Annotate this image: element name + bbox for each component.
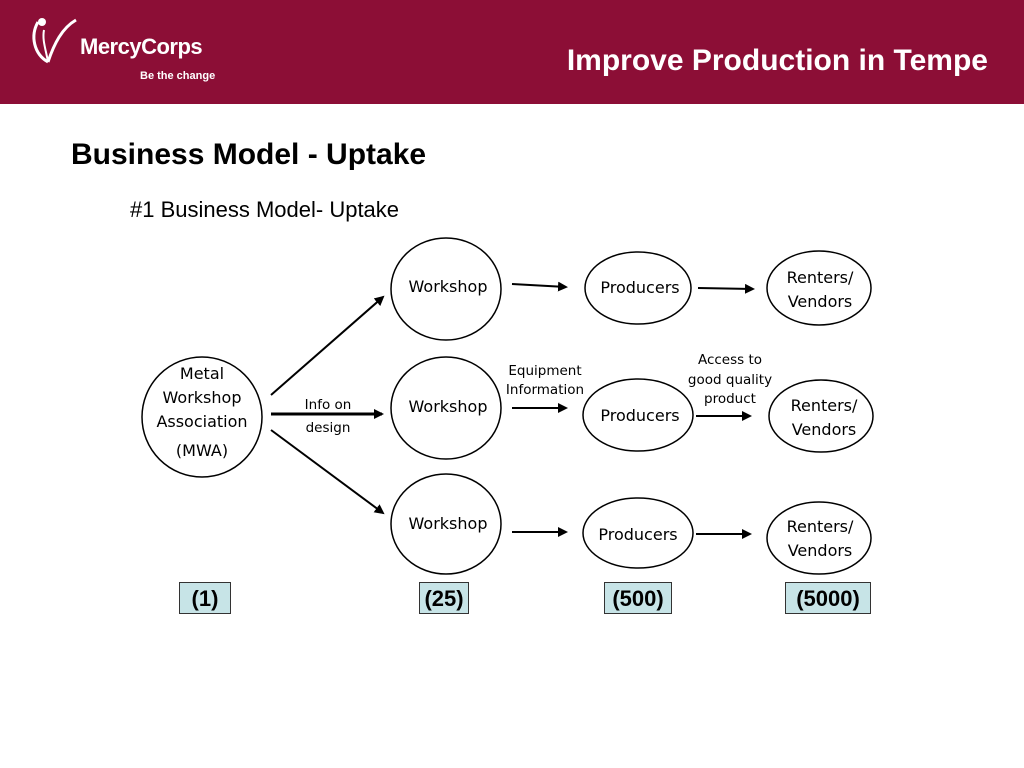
access-to-quality-line-2: good quality [688, 372, 772, 388]
diagram-subtitle: #1 Business Model- Uptake [130, 197, 400, 222]
info-on-design-line-2: design [306, 420, 351, 436]
renters-vendors-top-line-2: Vendors [788, 292, 853, 311]
renters-vendors-middle-line-2: Vendors [792, 420, 857, 439]
mwa-label-line-3: Association [156, 412, 247, 431]
renters-vendors-node-middle [768, 379, 874, 453]
mwa-label-line-4: (MWA) [176, 441, 228, 460]
count-renters-vendors: (5000) [785, 582, 871, 614]
equipment-information-line-1: Equipment [508, 363, 581, 379]
mercycorps-logo: MercyCorps Be the change [28, 14, 228, 90]
workshop-label-top: Workshop [409, 277, 488, 296]
renters-vendors-node-top [766, 250, 872, 326]
arrow-workshop-to-producers-top [511, 281, 568, 292]
header-title: Improve Production in Tempe [566, 44, 988, 77]
producers-node-middle [582, 378, 694, 452]
workshop-label-bottom: Workshop [409, 514, 488, 533]
renters-vendors-bottom-line-2: Vendors [788, 541, 853, 560]
workshop-label-middle: Workshop [409, 397, 488, 416]
count-producers: (500) [604, 582, 672, 614]
producers-label-bottom: Producers [598, 525, 677, 544]
renters-vendors-top-line-1: Renters/ [787, 268, 854, 287]
producers-label-top: Producers [600, 278, 679, 297]
arrow-producers-to-renters-top [697, 283, 755, 294]
workshop-node-middle [390, 356, 502, 460]
mercycorps-logo-icon [32, 18, 77, 64]
mwa-label-line-2: Workshop [163, 388, 242, 407]
logo-tagline: Be the change [140, 70, 216, 82]
workshop-node-bottom [390, 473, 502, 575]
access-to-quality-line-3: product [704, 391, 756, 407]
equipment-information-line-2: Information [506, 382, 584, 398]
producers-label-middle: Producers [600, 406, 679, 425]
workshop-node-top [390, 237, 502, 341]
renters-vendors-node-bottom [766, 501, 872, 575]
count-workshops: (25) [419, 582, 469, 614]
info-on-design-line-1: Info on [305, 397, 352, 413]
access-to-quality-line-1: Access to [698, 352, 762, 368]
arrow-mwa-to-workshop-bottom [270, 429, 385, 515]
page-title: Business Model - Uptake [71, 138, 427, 171]
mwa-label-line-1: Metal [180, 364, 224, 383]
renters-vendors-middle-line-1: Renters/ [791, 396, 858, 415]
arrow-mwa-to-workshop-top [270, 295, 385, 396]
count-mwa: (1) [179, 582, 231, 614]
header-banner: MercyCorps Be the change Improve Product… [0, 0, 1024, 104]
mwa-node [141, 356, 263, 478]
logo-wordmark: MercyCorps [80, 34, 203, 59]
producers-node-bottom [582, 497, 694, 569]
renters-vendors-bottom-line-1: Renters/ [787, 517, 854, 536]
producers-node-top [584, 251, 692, 325]
